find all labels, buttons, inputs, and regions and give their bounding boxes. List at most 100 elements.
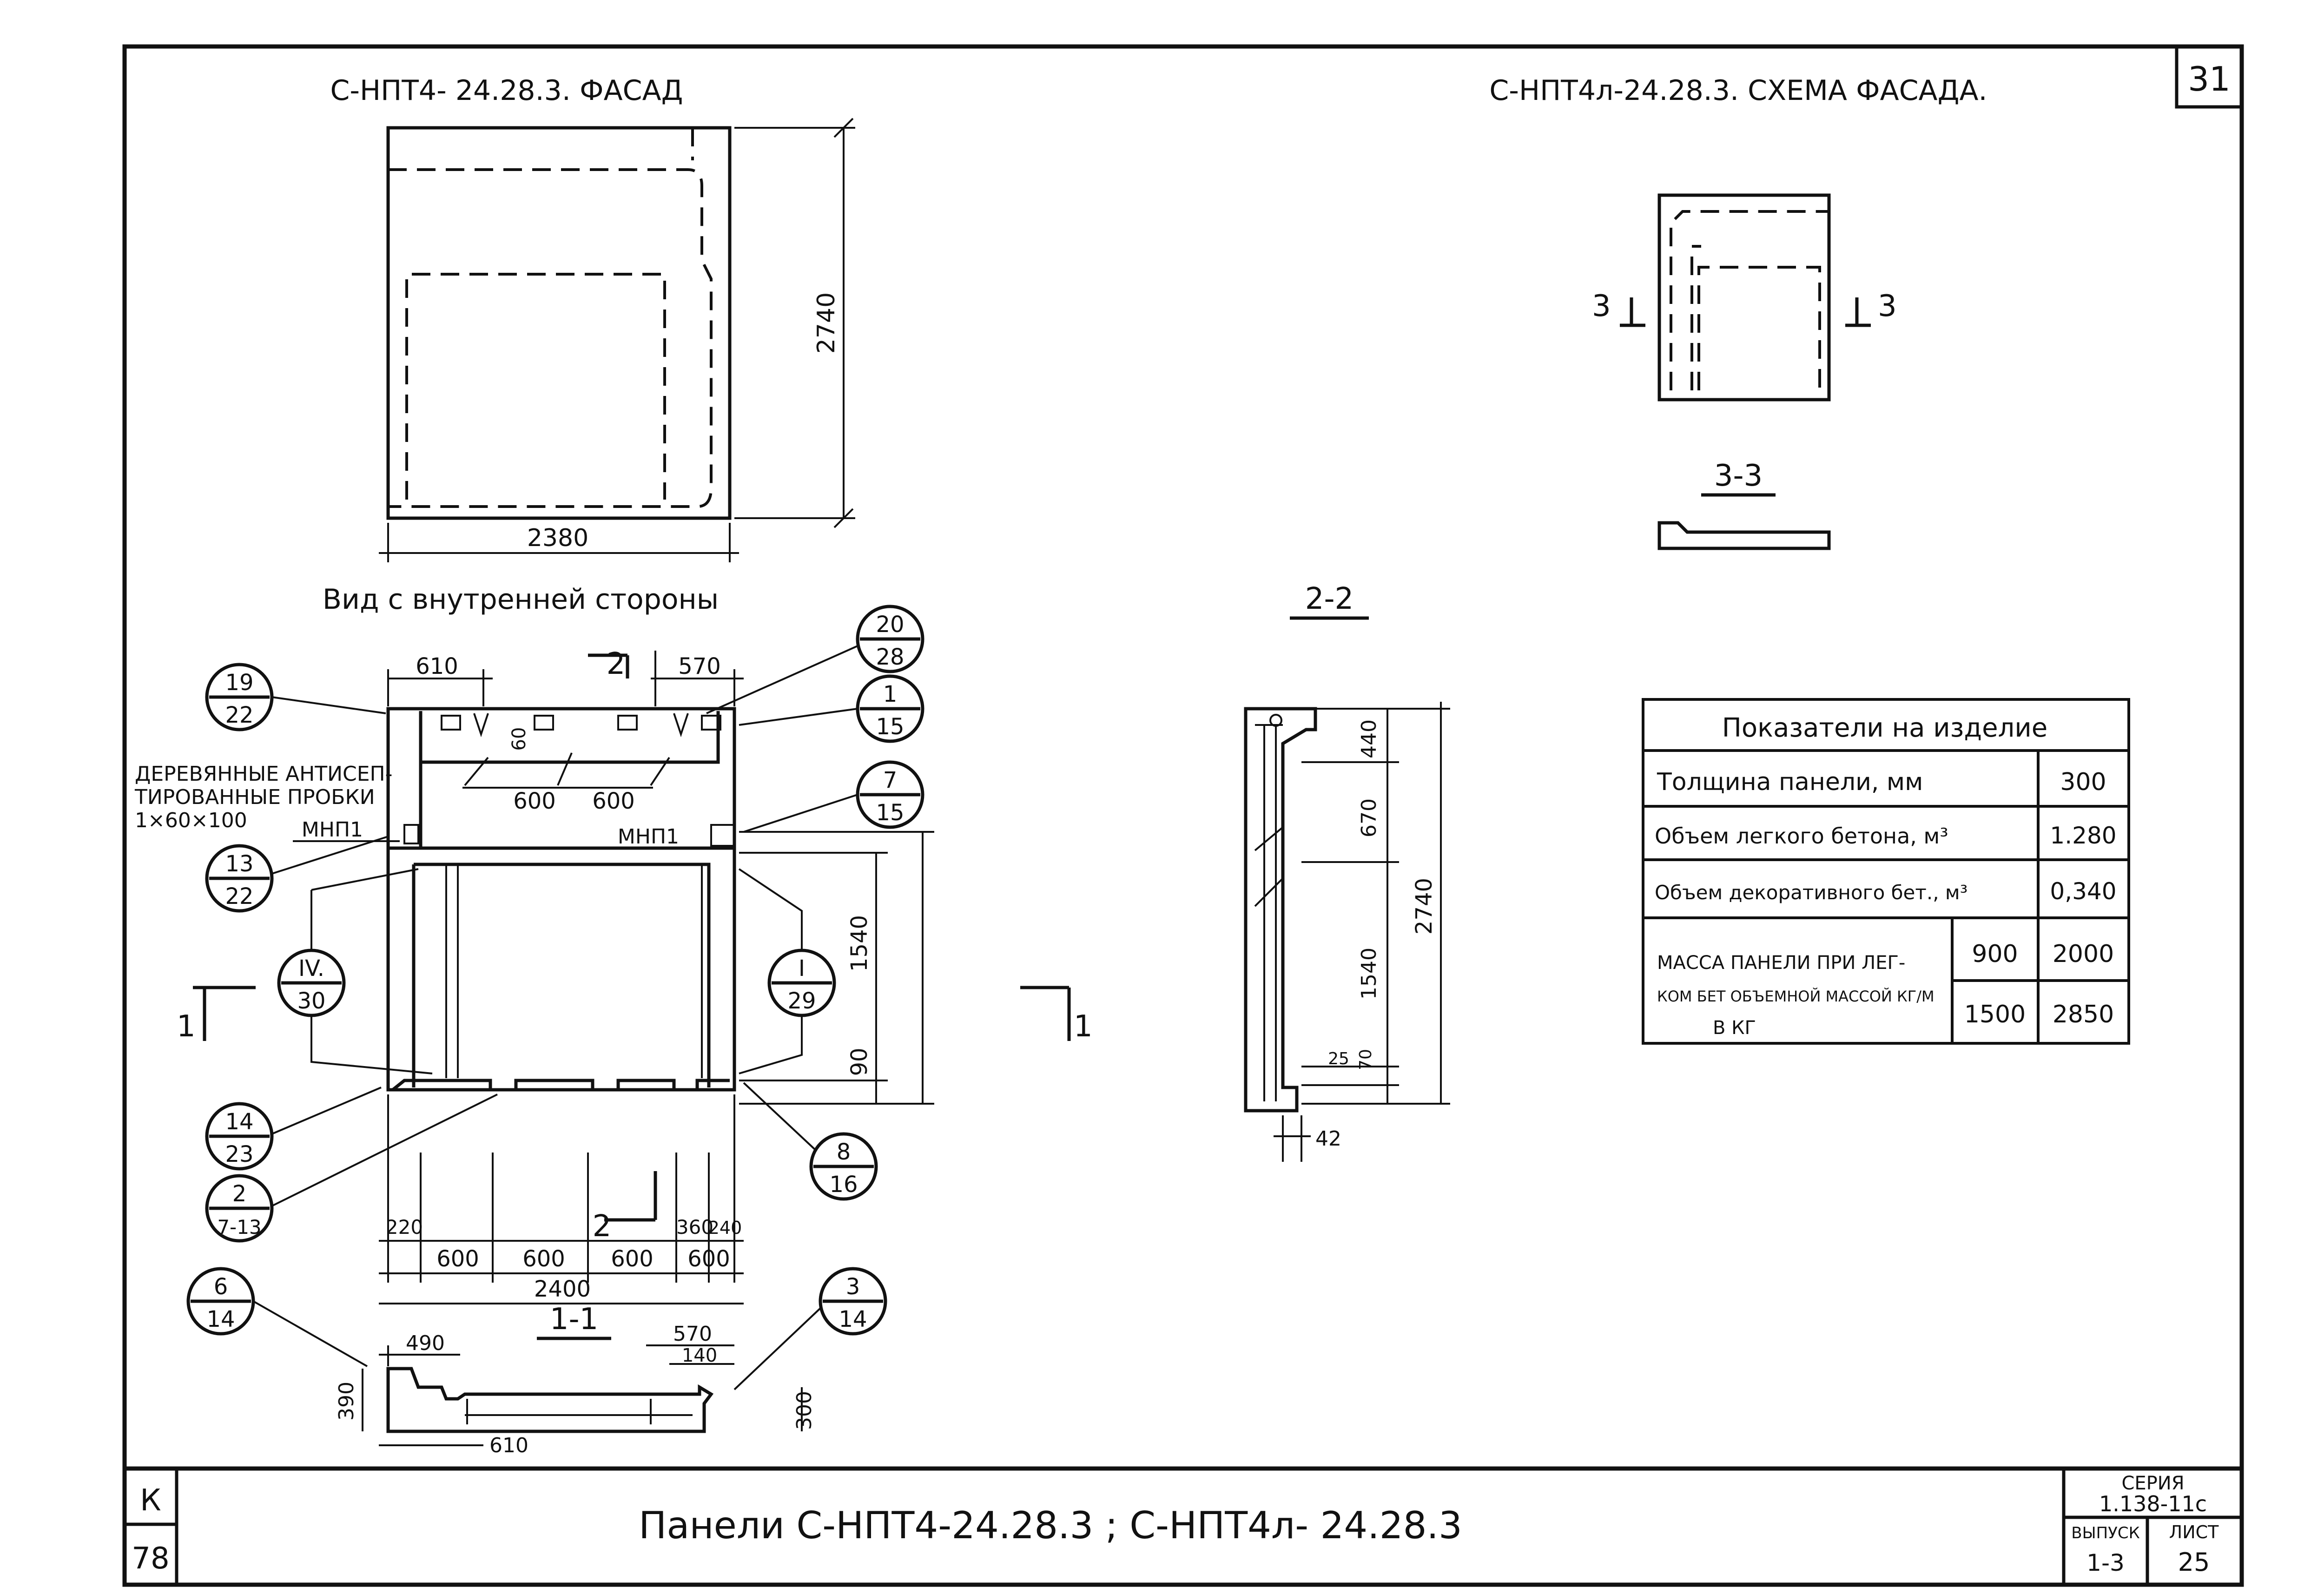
- callout-1-15: 1 15: [739, 674, 924, 743]
- dim-bottom-600-3: 600: [611, 1246, 654, 1272]
- table-row-decorative-label: Объем декоративного бет., м³: [1655, 881, 1967, 904]
- table-mass-label-3: В КГ: [1713, 1017, 1756, 1039]
- svg-text:14: 14: [838, 1306, 867, 1332]
- scheme-view: С-НПТ4л-24.28.3. СХЕМА ФАСАДА. 3 3 3-3: [1489, 74, 1987, 550]
- dim-inner-600-a: 600: [513, 788, 556, 814]
- svg-text:15: 15: [876, 800, 904, 826]
- svg-text:6: 6: [214, 1274, 228, 1300]
- title-block: К 78 Панели С-НПТ4-24.28.3 ; С-НПТ4л- 24…: [132, 1467, 2244, 1587]
- s22-dim-1540: 1540: [1357, 948, 1381, 1000]
- facade-dim-height: 2740: [812, 292, 840, 354]
- table-density-1500: 1500: [1964, 1001, 2026, 1028]
- dim-bottom-600-1: 600: [436, 1246, 479, 1272]
- dim-bottom-360: 360: [676, 1216, 713, 1238]
- issue-value: 1-3: [2086, 1549, 2125, 1576]
- svg-text:19: 19: [225, 670, 253, 696]
- svg-text:14: 14: [225, 1109, 253, 1135]
- left-code-bottom: 78: [132, 1541, 169, 1576]
- section-1-1-label: 1-1: [550, 1302, 599, 1337]
- callout-13-22: 13 22: [205, 836, 389, 913]
- facade-dim-width: 2380: [527, 524, 588, 552]
- callout-19-22: 19 22: [205, 663, 386, 731]
- scheme-section-mark-right: 3: [1878, 289, 1897, 323]
- facade-title: С-НПТ4- 24.28.3. ФАСАД: [330, 74, 683, 107]
- svg-text:3: 3: [846, 1274, 860, 1300]
- s11-dim-390: 390: [335, 1382, 358, 1421]
- s11-dim-570: 570: [673, 1322, 712, 1346]
- mnp-right: МНП1: [618, 825, 679, 849]
- drawing-title: Панели С-НПТ4-24.28.3 ; С-НПТ4л- 24.28.3: [639, 1504, 1462, 1547]
- series-value: 1.138-11с: [2099, 1491, 2207, 1516]
- scheme-section-label: 3-3: [1714, 459, 1763, 493]
- callout-6-14: 6 14: [186, 1267, 368, 1367]
- svg-text:13: 13: [225, 851, 253, 877]
- callout-7-15: 7 15: [743, 760, 924, 833]
- s11-dim-610: 610: [489, 1434, 528, 1457]
- note-line-3: 1×60×100: [135, 809, 247, 832]
- sheet-number: 31: [2188, 59, 2231, 99]
- table-mass-label-2: КОМ БЕТ ОБЪЕМНОЙ МАССОЙ КГ/М: [1657, 988, 1934, 1005]
- svg-text:14: 14: [206, 1306, 235, 1332]
- s22-dim-25: 25: [1328, 1049, 1349, 1068]
- dim-total-2400: 2400: [534, 1276, 591, 1302]
- facade-view: С-НПТ4- 24.28.3. ФАСАД 2740 2380: [330, 74, 855, 562]
- s22-dim-42: 42: [1315, 1127, 1341, 1151]
- svg-text:7-13: 7-13: [217, 1216, 261, 1238]
- svg-text:16: 16: [829, 1172, 858, 1198]
- interior-view-title: Вид с внутренней стороны: [323, 583, 719, 616]
- sheet-frame: [122, 44, 2244, 1587]
- dim-top-left: 610: [416, 653, 458, 679]
- svg-text:29: 29: [787, 988, 816, 1014]
- svg-text:2: 2: [232, 1181, 247, 1207]
- dim-bottom-600-4: 600: [687, 1246, 730, 1272]
- svg-text:IV.: IV.: [298, 955, 324, 981]
- note-line-1: ДЕРЕВЯННЫЕ АНТИСЕП-: [135, 762, 393, 786]
- svg-text:8: 8: [837, 1139, 851, 1165]
- note-line-2: ТИРОВАННЫЕ ПРОБКИ: [134, 785, 375, 809]
- svg-text:30: 30: [297, 988, 325, 1014]
- callouts: 19 22 20 28 1 15 7 15 13: [186, 605, 924, 1390]
- s22-dim-670: 670: [1357, 798, 1381, 837]
- svg-text:22: 22: [225, 883, 253, 909]
- table-row-thickness-value: 300: [2060, 768, 2106, 796]
- svg-text:23: 23: [225, 1141, 253, 1167]
- callout-14-23: 14 23: [205, 1087, 382, 1171]
- section-2-2: 2-2 440 670 1540 25 70 2740 42: [1244, 582, 1450, 1162]
- table-row-light-concrete-label: Объем легкого бетона, м³: [1655, 823, 1948, 849]
- series-label: СЕРИЯ: [2121, 1473, 2184, 1494]
- section-2-top-mark: 2: [607, 647, 626, 681]
- left-code-top: К: [140, 1483, 161, 1518]
- dim-right-1540: 1540: [846, 915, 872, 972]
- section-2-bottom-mark: 2: [593, 1209, 612, 1244]
- callout-20-28: 20 28: [706, 605, 924, 714]
- svg-text:20: 20: [876, 612, 904, 638]
- mnp-left: МНП1: [302, 818, 363, 842]
- table-row-light-concrete-value: 1.280: [2050, 822, 2116, 849]
- dim-bottom-240: 240: [708, 1218, 742, 1238]
- callout-2-7-13: 2 7-13: [205, 1093, 498, 1243]
- table-mass-2000: 2000: [2053, 940, 2114, 968]
- section-1-1: 1-1 490 570 140 390 300 610: [335, 1302, 816, 1457]
- callout-8-16: 8 16: [743, 1082, 878, 1201]
- table-mass-label-1: МАССА ПАНЕЛИ ПРИ ЛЕГ-: [1657, 952, 1905, 974]
- dim-bottom-600-2: 600: [522, 1246, 565, 1272]
- s11-dim-490: 490: [406, 1331, 445, 1355]
- s11-dim-140: 140: [682, 1345, 717, 1366]
- svg-text:7: 7: [883, 767, 898, 793]
- table-title: Показатели на изделие: [1722, 713, 2047, 743]
- svg-text:28: 28: [876, 644, 904, 670]
- indicators-table: Показатели на изделие Толщина панели, мм…: [1642, 698, 2130, 1045]
- section-1-right-mark: 1: [1074, 1009, 1093, 1044]
- callout-iv-30: IV. 30: [277, 868, 433, 1074]
- s11-dim-300: 300: [792, 1391, 816, 1430]
- issue-label: ВЫПУСК: [2071, 1524, 2140, 1542]
- dim-right-90: 90: [846, 1047, 872, 1076]
- s22-dim-440: 440: [1357, 719, 1381, 758]
- callout-3-14: 3 14: [733, 1267, 887, 1390]
- scheme-section-mark-left: 3: [1592, 289, 1611, 323]
- table-row-decorative-value: 0,340: [2050, 878, 2116, 905]
- svg-text:15: 15: [876, 714, 904, 740]
- dim-bottom-220: 220: [386, 1216, 423, 1238]
- sheet-label: ЛИСТ: [2169, 1522, 2219, 1542]
